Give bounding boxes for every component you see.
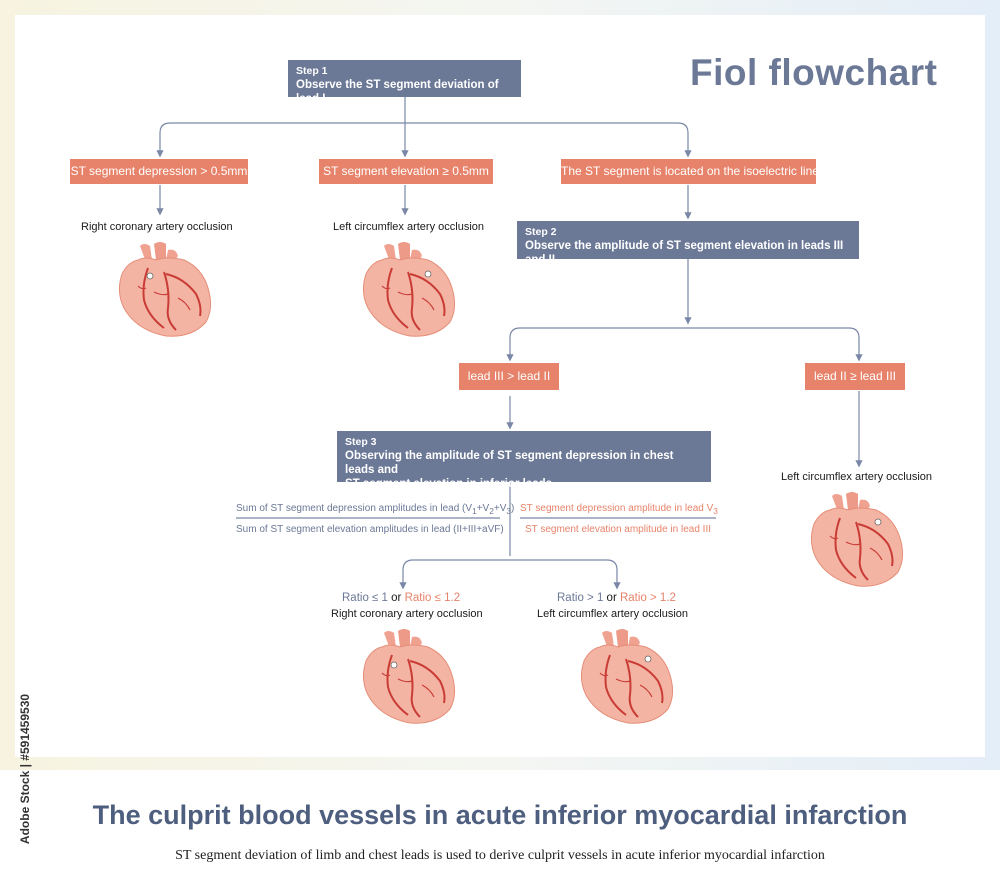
footer-title: The culprit blood vessels in acute infer… — [92, 800, 908, 830]
ratio-right: Ratio > 1 or Ratio > 1.2 — [557, 592, 676, 604]
ratio-left-b: Ratio ≤ 1.2 — [404, 592, 461, 604]
fraction1-mid1: +V — [476, 503, 490, 514]
condition-elevation: ST segment elevation ≥ 0.5mm — [319, 159, 493, 184]
heart-illustration — [362, 242, 456, 337]
ratio-right-or: or — [603, 592, 620, 604]
condition-lead3-greater: lead III > lead II — [459, 363, 559, 390]
footer-subtitle: ST segment deviation of limb and chest l… — [175, 848, 825, 863]
heart-illustration — [362, 629, 456, 724]
step2-label: Step 2 — [525, 226, 557, 238]
fraction1-post: ) — [511, 503, 515, 514]
fraction1-num-text: Sum of ST segment depression amplitudes … — [236, 503, 473, 514]
footer-panel — [0, 770, 1000, 896]
step3-box: Step 3 Observing the amplitude of ST seg… — [337, 431, 711, 490]
step1-label: Step 1 — [296, 65, 328, 77]
step3-label: Step 3 — [345, 436, 377, 448]
condition-isoelectric: The ST segment is located on the isoelec… — [561, 159, 819, 184]
fraction2-numerator: ST segment depression amplitude in lead … — [520, 503, 718, 516]
step1-box: Step 1 Observe the ST segment deviation … — [288, 60, 521, 105]
ratio-left-or: or — [387, 592, 405, 604]
fraction1-sub3: 3 — [506, 506, 512, 516]
condition-depression: ST segment depression > 0.5mm — [70, 159, 248, 184]
heart-illustration — [810, 492, 904, 587]
fraction1-sub2: 2 — [489, 506, 494, 516]
fraction2-sub: 3 — [713, 506, 718, 516]
step2-text: Observe the amplitude of ST segment elev… — [525, 240, 844, 266]
heart-illustration — [580, 629, 674, 724]
ratio-right-a: Ratio > 1 — [557, 592, 604, 604]
ratio-right-b: Ratio > 1.2 — [619, 592, 676, 604]
outcome-lcx-1: Left circumflex artery occlusion — [333, 221, 484, 233]
condition-lead2-greater: lead II ≥ lead III — [805, 363, 905, 390]
stock-watermark: Adobe Stock | #591459530 — [18, 693, 32, 845]
outcome-lcx-2: Left circumflex artery occlusion — [781, 471, 932, 483]
heart-illustration — [118, 242, 212, 337]
fraction2-denominator: ST segment elevation amplitude in lead I… — [524, 524, 712, 535]
outcome-lcx-3: Left circumflex artery occlusion — [537, 608, 688, 620]
step3-line1: Observing the amplitude of ST segment de… — [345, 450, 674, 476]
fraction2-num-text: ST segment depression amplitude in lead … — [520, 503, 714, 514]
ratio-left-a: Ratio ≤ 1 — [342, 592, 388, 604]
fraction1-mid2: +V — [493, 503, 507, 514]
step2-box: Step 2 Observe the amplitude of ST segme… — [517, 221, 859, 266]
fraction1-sub1: 1 — [472, 506, 477, 516]
step1-text: Observe the ST segment deviation of lead… — [296, 79, 499, 105]
ratio-left: Ratio ≤ 1 or Ratio ≤ 1.2 — [342, 592, 460, 604]
fraction1-numerator: Sum of ST segment depression amplitudes … — [236, 503, 514, 516]
fraction1-denominator: Sum of ST segment elevation amplitudes i… — [236, 524, 504, 535]
outcome-rca-2: Right coronary artery occlusion — [331, 608, 483, 620]
page-title: Fiol flowchart — [690, 52, 938, 93]
outcome-rca-1: Right coronary artery occlusion — [81, 221, 233, 233]
step3-line2: ST segment elevation in inferior leads — [345, 478, 553, 490]
